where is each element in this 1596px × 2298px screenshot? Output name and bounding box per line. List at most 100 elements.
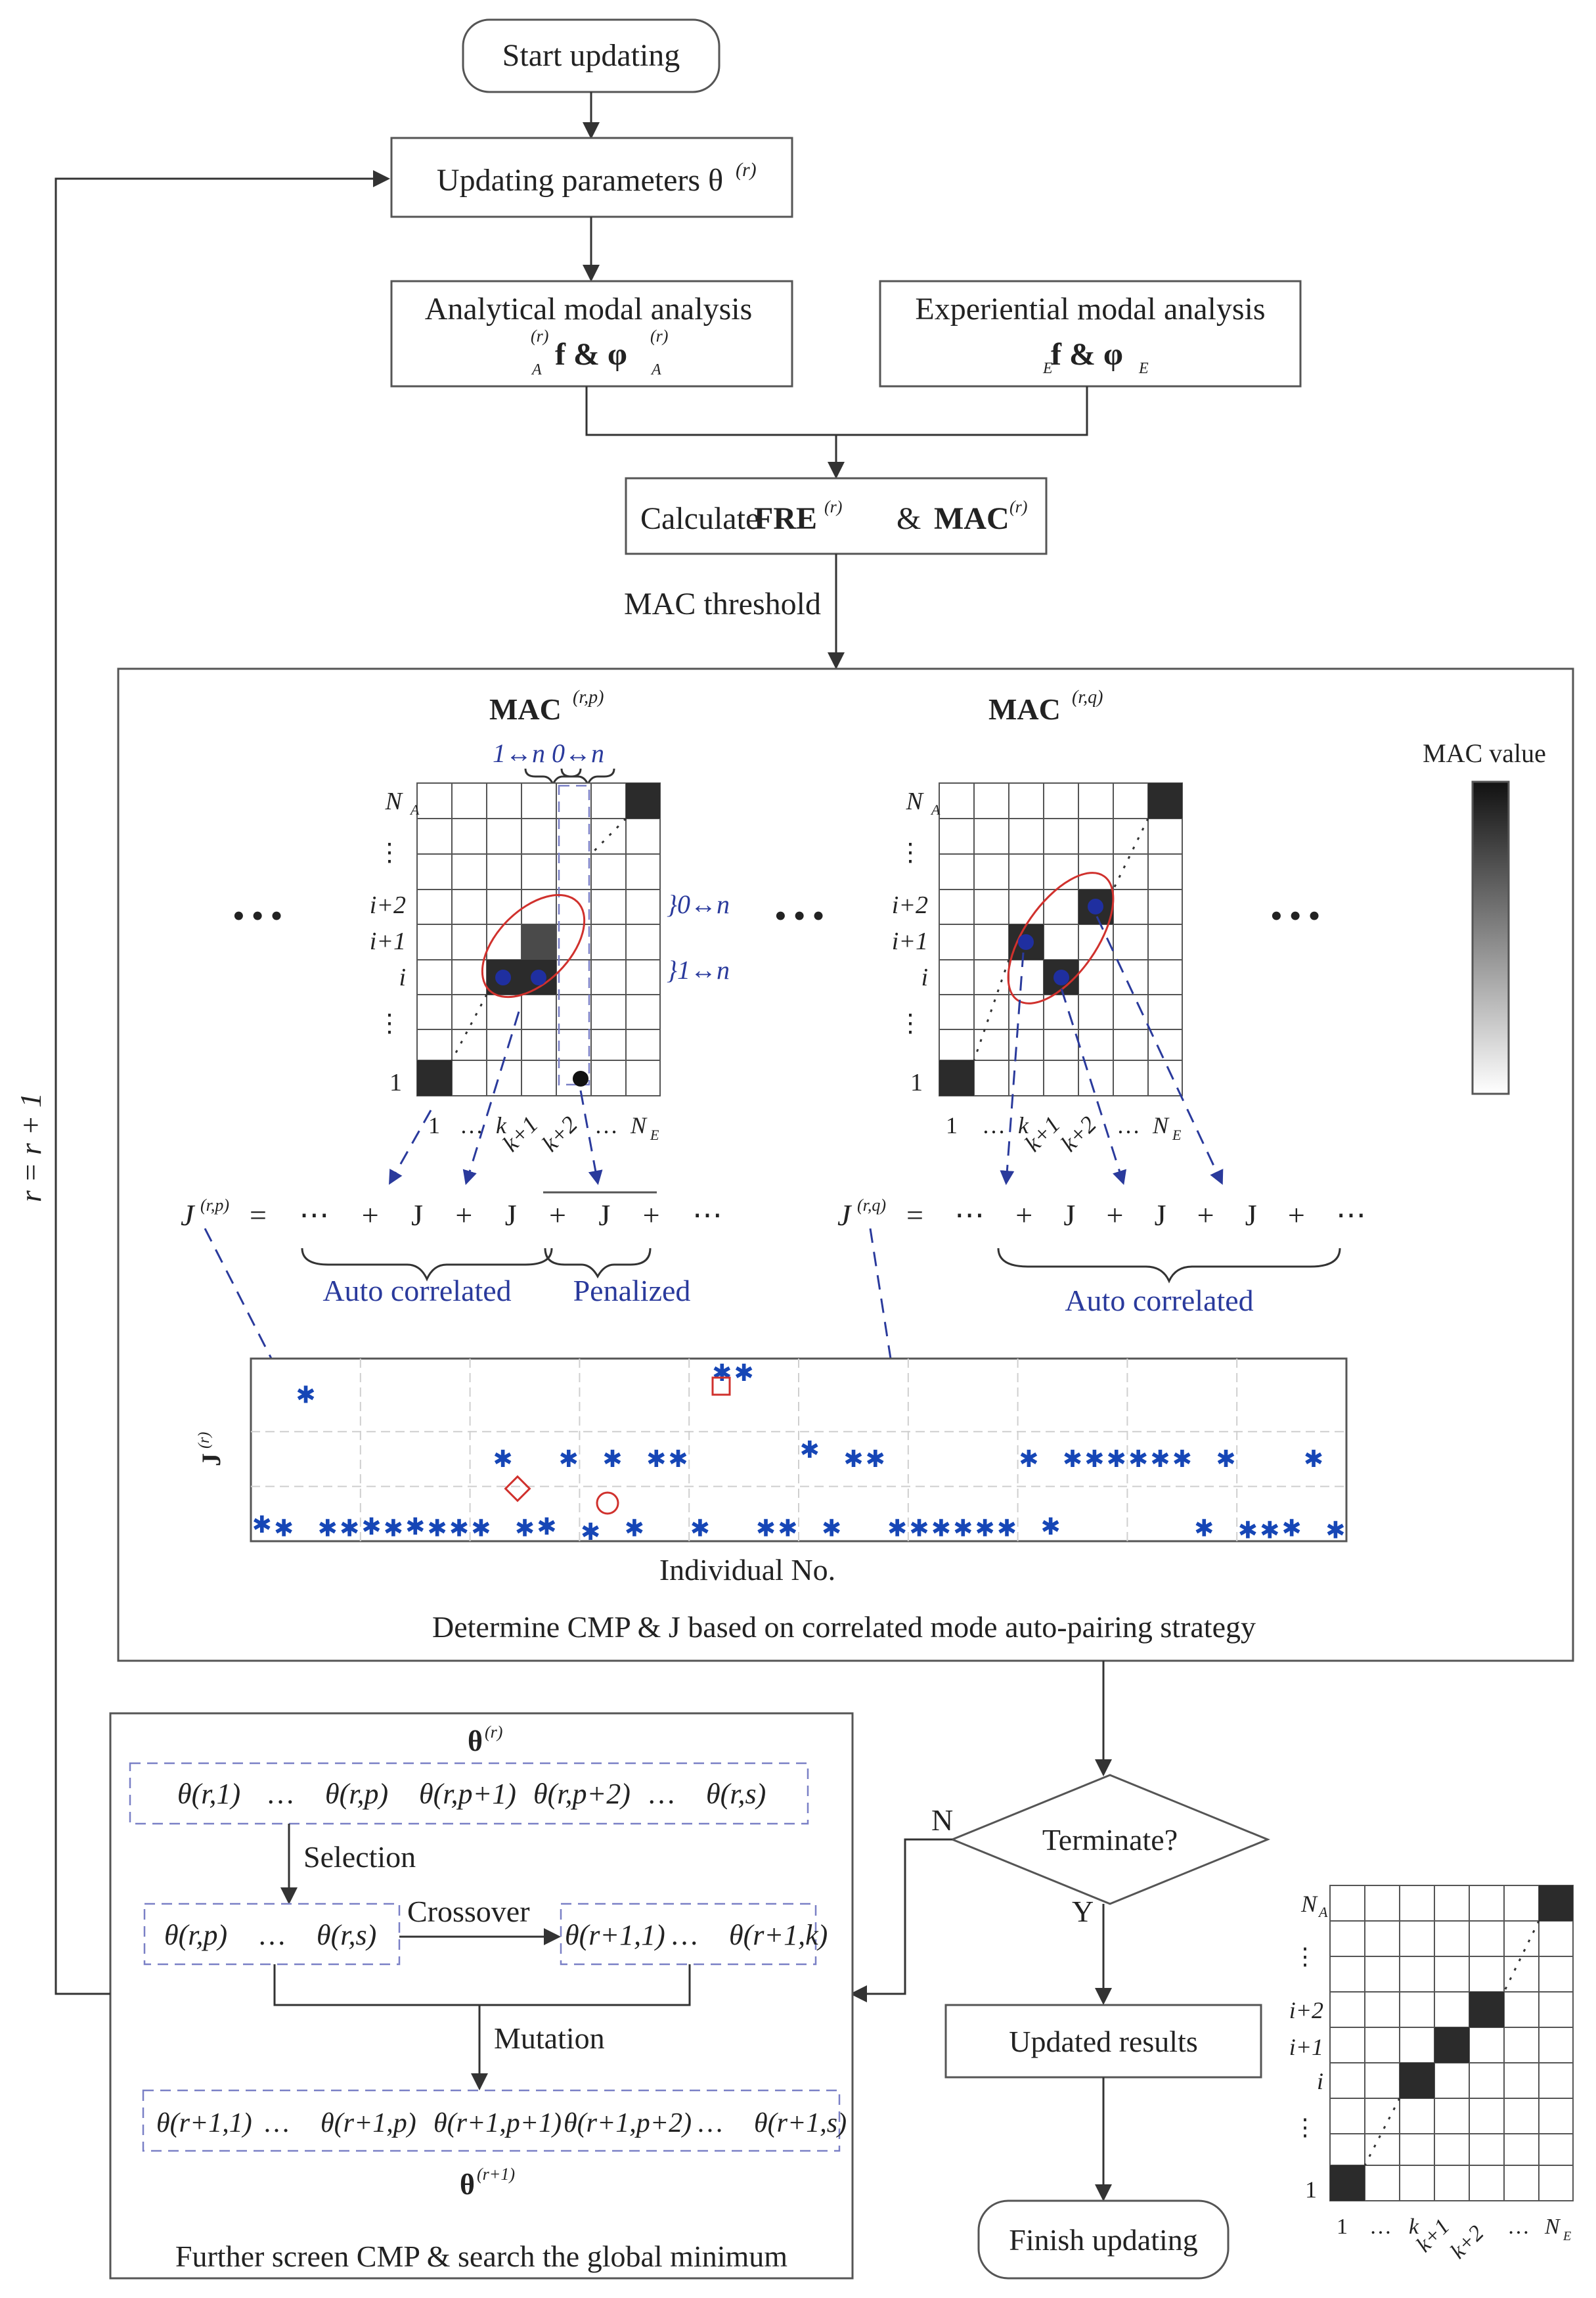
experiential-sub-phi: E (1138, 360, 1149, 377)
svg-text:k: k (1018, 1112, 1029, 1138)
calc-mac: MAC (934, 501, 1009, 536)
mac-q-sup: (r,q) (1072, 687, 1103, 708)
svg-text:k: k (1409, 2215, 1419, 2239)
svg-text:…: … (594, 1112, 618, 1138)
scatter-point: ✱ (296, 1382, 315, 1409)
scatter-point: ✱ (1150, 1446, 1170, 1473)
correlated-ellipse-q (1007, 872, 1115, 1004)
scatter-point: ✱ (405, 1514, 425, 1541)
formula-q: J (r,q) = ⋯ + J + J + J + ⋯ (837, 1196, 1366, 1232)
best-marker-diamond (504, 1475, 531, 1502)
scatter-point: ✱ (1325, 1517, 1345, 1544)
scatter-point: ✱ (318, 1516, 338, 1543)
scatter-point: ✱ (822, 1516, 841, 1543)
population-row-2-left (143, 1903, 401, 1966)
penalized-column-box (558, 784, 590, 1086)
svg-text:A: A (930, 801, 941, 818)
scatter-xlabel: Individual No. (659, 1553, 835, 1587)
scatter-point: ✱ (756, 1516, 776, 1543)
svg-text:i+2: i+2 (892, 891, 928, 919)
correlated-ellipse-p (481, 893, 586, 999)
genetic-caption: Further screen CMP & search the global m… (175, 2240, 787, 2273)
svg-text:Terminate?: Terminate? (1042, 1823, 1178, 1857)
top-annotation: 1↔n 0↔n (493, 738, 604, 768)
scatter-point: ✱ (1019, 1446, 1038, 1473)
scatter-grid (251, 1359, 1346, 1541)
svg-text:1: 1 (428, 1112, 440, 1138)
experiential-title: Experiential modal analysis (915, 292, 1265, 327)
svg-text:θ(r+1,1): θ(r+1,1) (156, 2108, 252, 2138)
scatter-point: ✱ (1084, 1446, 1104, 1473)
svg-text:…: … (982, 1112, 1006, 1138)
scatter-point: ✱ (493, 1446, 513, 1473)
svg-text:(r,p): (r,p) (200, 1196, 229, 1215)
svg-text:N: N (1300, 1891, 1318, 1917)
scatter-point: ✱ (537, 1514, 556, 1541)
merge-line-genetic (273, 1964, 691, 2006)
scatter-point: ✱ (843, 1446, 863, 1473)
penalized-brace (544, 1248, 652, 1279)
update-params-node: Updating parameters θ (r) (390, 137, 793, 218)
updated-results-node: Updated results (944, 2004, 1262, 2079)
best-marker-circle (596, 1491, 619, 1515)
svg-text:N: N (1152, 1112, 1170, 1138)
scatter-point: ✱ (734, 1360, 754, 1387)
mac-matrix-p (416, 782, 661, 1096)
mac-value-label: MAC value (1423, 738, 1546, 768)
result-col-labels: 1 … k k+1 k+2 … N E (1337, 2215, 1571, 2264)
no-label: N (931, 1803, 953, 1837)
scatter-point: ✱ (690, 1516, 710, 1543)
calc-prefix: Calculate (640, 501, 759, 536)
svg-text:θ(r+1,k): θ(r+1,k) (729, 1919, 828, 1951)
svg-text:…: … (1507, 2215, 1530, 2239)
start-label: Start updating (502, 38, 680, 73)
scatter-chart: ✱✱✱✱✱✱✱✱✱✱✱✱✱✱✱✱✱✱✱✱✱✱✱✱✱✱✱✱✱✱✱✱✱✱✱✱✱✱✱✱… (196, 1357, 1348, 1587)
svg-text:(r,q): (r,q) (857, 1196, 886, 1215)
side-annotation-bottom: }1↔n (667, 955, 730, 985)
penalized-label: Penalized (573, 1274, 691, 1307)
scatter-point: ✱ (559, 1446, 579, 1473)
pair-dot-2 (531, 970, 546, 985)
scatter-point: ✱ (953, 1516, 973, 1543)
pair-dot-1 (495, 970, 511, 985)
calc-fre-sup: (r) (824, 497, 842, 516)
svg-text:θ(r,p): θ(r,p) (325, 1778, 388, 1810)
update-params-sup: (r) (736, 159, 757, 181)
scatter-point: ✱ (778, 1516, 797, 1543)
formula-p: J (r,p) = ⋯ + J + J + J + ⋯ (181, 1191, 722, 1232)
svg-text:= ⋯ + J + J + J + ⋯: = ⋯ + J + J + J + ⋯ (250, 1198, 722, 1232)
svg-text:θ(r,s): θ(r,s) (706, 1778, 766, 1810)
scatter-point: ✱ (668, 1446, 688, 1473)
scatter-ylabel-sup: (r) (196, 1432, 213, 1449)
scatter-point: ✱ (800, 1437, 820, 1464)
analytical-sub-f: A (531, 361, 542, 378)
auto-brace-p (301, 1248, 553, 1282)
svg-text:θ(r,p+1): θ(r,p+1) (419, 1778, 516, 1810)
population-row-1-items: θ(r,1) … θ(r,p) θ(r,p+1) θ(r,p+2) … θ(r,… (177, 1778, 766, 1810)
svg-text:θ(r+1,1): θ(r+1,1) (565, 1919, 665, 1951)
svg-text:k: k (496, 1112, 507, 1138)
svg-text:1: 1 (1337, 2215, 1348, 2239)
svg-text:⋮: ⋮ (1293, 2114, 1317, 2140)
population-row-3 (142, 2089, 841, 2152)
scatter-point: ✱ (449, 1516, 469, 1543)
svg-text:…: … (460, 1112, 483, 1138)
scatter-point: ✱ (1128, 1446, 1148, 1473)
update-params-label: Updating parameters θ (437, 163, 723, 198)
svg-text:θ(r+1,p+1): θ(r+1,p+1) (433, 2108, 562, 2138)
scatter-point: ✱ (625, 1516, 644, 1543)
svg-text:k+2: k+2 (1446, 2221, 1488, 2264)
svg-text:…: … (266, 1778, 295, 1810)
ellipsis-right: • • • (1271, 899, 1319, 934)
analytical-sub-phi: A (650, 361, 661, 378)
ellipsis-left: • • • (233, 899, 282, 934)
crossover-label: Crossover (407, 1895, 530, 1928)
arrow-no-genetic (850, 1838, 952, 2002)
population-row-3-items: θ(r+1,1) … θ(r+1,p) θ(r+1,p+1) θ(r+1,p+2… (156, 2108, 847, 2138)
scatter-point: ✱ (1216, 1446, 1235, 1473)
svg-text:Updated results: Updated results (1009, 2025, 1197, 2058)
svg-text:A: A (409, 801, 420, 818)
calculate-node: Calculate FRE (r) & MAC (r) (625, 477, 1048, 555)
svg-text:⋮: ⋮ (377, 1010, 402, 1037)
svg-text:1: 1 (910, 1069, 923, 1096)
